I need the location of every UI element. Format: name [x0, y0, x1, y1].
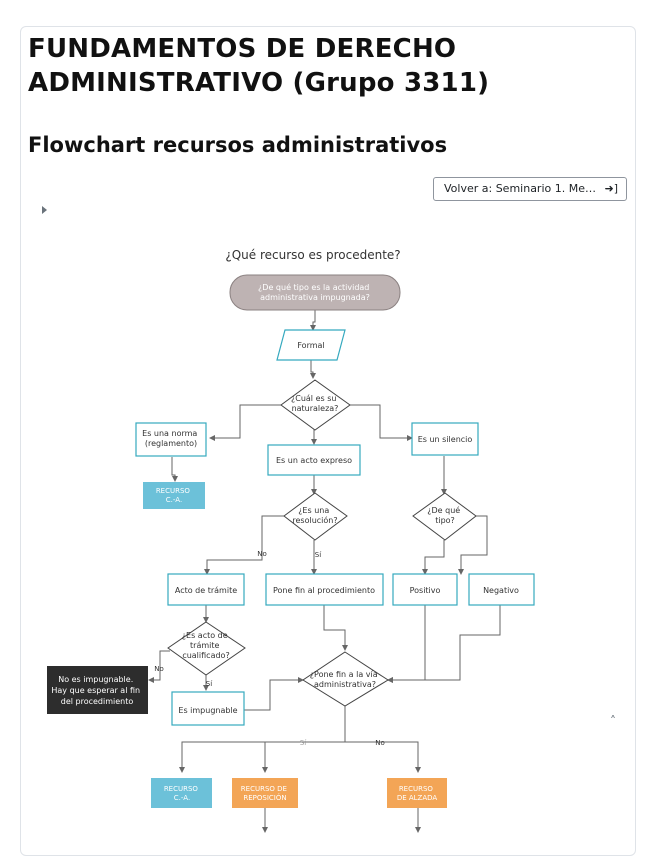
naturaleza-decision	[280, 379, 351, 431]
content-card	[20, 26, 636, 856]
svg-text:No es impugnable. Hay que: No es impugnable. Hay que esperar al fin…	[51, 675, 142, 706]
acto-expreso-node	[267, 444, 361, 476]
edge-label-no: No	[257, 550, 267, 558]
flowchart-heading: ¿Qué recurso es procedente?	[225, 248, 400, 262]
svg-text:¿Es una resolución?: ¿Es una resolución?	[292, 506, 337, 525]
svg-text:¿De qué tipo es la actividad: ¿De qué tipo es la actividad administrat…	[258, 282, 372, 302]
pone-fin-label: Pone fin al procedimiento	[273, 586, 375, 595]
svg-text:¿Pone fin a la vía adminis: ¿Pone fin a la vía administrativa?	[310, 670, 380, 689]
tipo-line: tipo?	[435, 516, 455, 525]
back-to-seminar-button[interactable]: Volver a: Seminario 1. Me… ➜]	[433, 177, 627, 201]
no-impugnable-line: Hay que esperar al fin	[51, 686, 140, 695]
back-button-label: Volver a: Seminario 1. Me…	[444, 182, 596, 195]
no-impugnable-node	[47, 666, 148, 714]
svg-text:¿De qué tipo?: ¿De qué tipo?	[427, 505, 463, 525]
svg-text:¿Es acto de trámite cu: ¿Es acto de trámite cualificado?	[182, 631, 230, 660]
flowchart-connectors	[148, 310, 501, 833]
alzada-node	[387, 778, 447, 808]
negativo-label: Negativo	[483, 586, 519, 595]
formal-label: Formal	[297, 341, 324, 350]
edge-label-si: Sí	[315, 551, 322, 559]
edge-label-no: No	[375, 739, 385, 747]
start-node	[229, 274, 401, 311]
resolucion-decision	[283, 492, 348, 541]
start-node-line: ¿De qué tipo es la actividad	[258, 282, 369, 292]
svg-text:RECURSO C.-A.: RECURSO C.-A.	[156, 487, 192, 504]
impugnable-label: Es impugnable	[178, 706, 237, 715]
start-node-line: administrativa impugnada?	[260, 293, 370, 302]
recurso-ca-node-1	[143, 482, 205, 509]
naturaleza-line: ¿Cuál es su	[291, 394, 336, 403]
recurso-ca-line: C.-A.	[174, 794, 190, 802]
svg-text:¿Cuál es su naturaleza?: ¿Cuál es su naturaleza?	[291, 394, 339, 413]
norma-node	[135, 422, 207, 457]
course-title: FUNDAMENTOS DE DERECHO ADMINISTRATIVO (G…	[28, 34, 490, 98]
resolucion-line: resolución?	[292, 515, 337, 525]
via-line: administrativa?	[314, 680, 376, 689]
recurso-ca-line: RECURSO	[164, 785, 199, 793]
arrow-right-to-bracket-icon: ➜]	[604, 182, 618, 195]
svg-text:Es una norma (reglamento): Es una norma (reglamento)	[142, 429, 200, 448]
svg-text:RECURSO C.-A.: RECURSO C.-A.	[164, 785, 200, 802]
silencio-label: Es un silencio	[418, 435, 473, 444]
via-administrativa-decision	[302, 651, 389, 707]
edge-label-si: Sí	[206, 680, 213, 688]
positivo-label: Positivo	[410, 586, 441, 595]
acto-tramite-label: Acto de trámite	[175, 586, 237, 595]
recurso-ca-line: C.-A.	[166, 496, 182, 504]
tramite-line: cualificado?	[182, 651, 229, 660]
recurso-ca-node-2	[151, 778, 212, 808]
via-line: ¿Pone fin a la vía	[310, 670, 378, 679]
disclosure-triangle-icon[interactable]	[42, 206, 47, 214]
no-impugnable-line: del procedimiento	[61, 697, 134, 706]
acto-expreso-label: Es un acto expreso	[276, 456, 352, 465]
chevron-up-icon[interactable]: ˄	[610, 714, 616, 728]
edge-label-no: No	[154, 665, 164, 673]
alzada-line: RECURSO	[399, 785, 434, 793]
tramite-line: ¿Es acto de	[182, 631, 228, 640]
silencio-node	[411, 422, 479, 456]
tipo-decision	[412, 492, 477, 541]
recurso-ca-line: RECURSO	[156, 487, 191, 495]
tipo-line: ¿De qué	[427, 505, 460, 515]
reposicion-node	[232, 778, 298, 808]
norma-line: (reglamento)	[145, 439, 197, 448]
reposicion-line: RECURSO DE	[241, 785, 287, 793]
page-title: Flowchart recursos administrativos	[28, 133, 448, 157]
positivo-node	[392, 573, 458, 606]
negativo-node	[468, 573, 535, 606]
acto-tramite-node	[167, 573, 245, 606]
norma-line: Es una norma	[142, 429, 197, 438]
pone-fin-node	[265, 573, 384, 606]
no-impugnable-line: No es impugnable.	[58, 675, 133, 684]
impugnable-node	[171, 691, 245, 726]
reposicion-line: REPOSICIÓN	[243, 793, 286, 802]
tramite-cualificado-decision	[167, 621, 246, 676]
tramite-line: trámite	[190, 641, 219, 650]
resolucion-line: ¿Es una	[298, 506, 329, 515]
svg-text:RECURSO DE ALZADA: RECURSO DE ALZADA	[397, 785, 438, 802]
naturaleza-line: naturaleza?	[292, 404, 339, 413]
edge-label-si: Sí	[300, 739, 307, 747]
alzada-line: DE ALZADA	[397, 794, 438, 802]
formal-node	[276, 329, 346, 361]
svg-text:RECURSO DE REPOSICIÓN: RECURSO DE REPOSICIÓN	[241, 785, 289, 802]
